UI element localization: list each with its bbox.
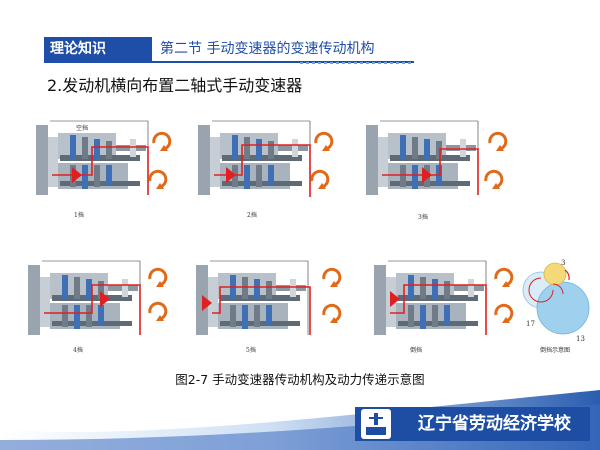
label-reverse-diagram: 倒挡示意图 xyxy=(540,347,571,354)
school-name: 辽宁省劳动经济学校 xyxy=(418,414,571,434)
header-tag: 理论知识 xyxy=(44,37,152,62)
power-arrow-icon xyxy=(100,291,110,307)
label-gear1: 1挡 xyxy=(74,212,84,219)
diagram-gear3 xyxy=(365,120,508,196)
power-arrow-icon xyxy=(72,167,82,183)
diagram-reverse xyxy=(373,260,514,336)
diagram-gear4 xyxy=(27,260,168,336)
label-gear4: 4挡 xyxy=(73,347,83,354)
power-arrow-icon xyxy=(390,291,400,307)
header-title: 第二节 手动变速器的变速传动机构 xyxy=(160,41,375,57)
figure-caption: 图2-7 手动变速器传动机构及动力传递示意图 xyxy=(175,372,425,387)
label-num-17: 17 xyxy=(526,320,535,328)
label-num-3: 3 xyxy=(561,259,566,267)
diagram-neutral-gear1 xyxy=(35,120,172,196)
school-banner xyxy=(355,407,590,441)
label-neutral: 空挡 xyxy=(76,125,89,132)
diagram-gear5 xyxy=(195,260,342,336)
label-gear3: 3挡 xyxy=(418,214,428,221)
reverse-schematic xyxy=(522,262,590,335)
power-arrow-icon xyxy=(202,295,212,311)
power-arrow-icon xyxy=(226,167,236,183)
school-logo-icon xyxy=(361,409,391,439)
header-underline xyxy=(44,61,414,63)
diagram-gear2 xyxy=(197,120,334,197)
label-gear5: 5挡 xyxy=(246,347,256,354)
label-num-13: 13 xyxy=(576,335,585,343)
power-arrow-icon xyxy=(422,167,432,183)
label-gear2: 2挡 xyxy=(247,212,257,219)
label-reverse: 倒挡 xyxy=(410,347,423,354)
header-dotted-line xyxy=(300,62,414,64)
section-heading: 2.发动机横向布置二轴式手动变速器 xyxy=(47,76,303,95)
